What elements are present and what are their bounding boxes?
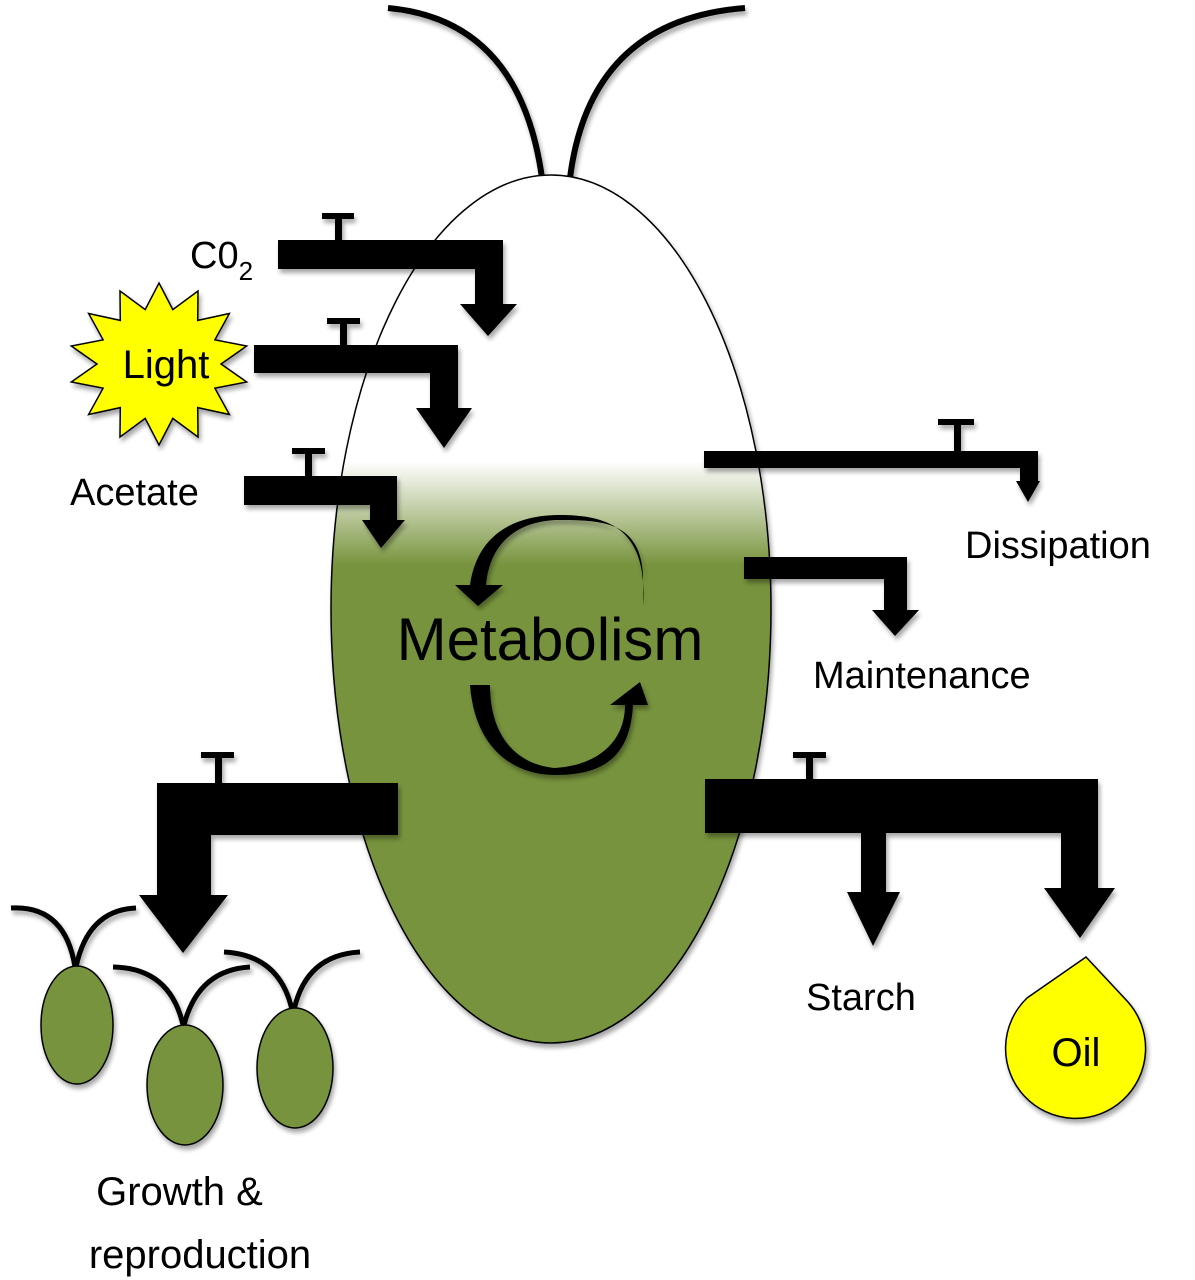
dissipation-output-arrow <box>704 419 1040 502</box>
starch-label: Starch <box>806 977 916 1019</box>
growth-label: Growth & reproduction <box>89 1170 311 1277</box>
co2-label: C02 <box>190 235 253 286</box>
light-label: Light <box>123 343 210 387</box>
oil-label: Oil <box>1052 1031 1101 1075</box>
algal-cell-icon <box>10 905 137 1085</box>
maintenance-output-arrow <box>744 557 919 636</box>
storage-output-arrow <box>705 752 1115 946</box>
growth-output-arrow <box>139 752 398 953</box>
maintenance-label: Maintenance <box>813 655 1031 697</box>
co2-input-arrow <box>278 213 517 336</box>
algal-cell-icon <box>223 949 361 1129</box>
metabolism-label: Metabolism <box>397 606 704 673</box>
acetate-input-arrow <box>244 448 405 548</box>
acetate-label: Acetate <box>70 472 199 514</box>
algal-cell-icon <box>112 964 251 1146</box>
light-input-arrow <box>254 318 472 448</box>
cycle-arrows-icon <box>455 515 648 775</box>
dissipation-label: Dissipation <box>965 525 1151 567</box>
oil-drop-icon <box>1004 956 1147 1120</box>
growth-label-line2: reproduction <box>89 1233 311 1277</box>
main-cell-flagella <box>387 5 746 179</box>
starburst-icon <box>69 281 249 447</box>
growth-label-line1: Growth & <box>96 1170 263 1214</box>
daughter-cells <box>10 905 361 1146</box>
